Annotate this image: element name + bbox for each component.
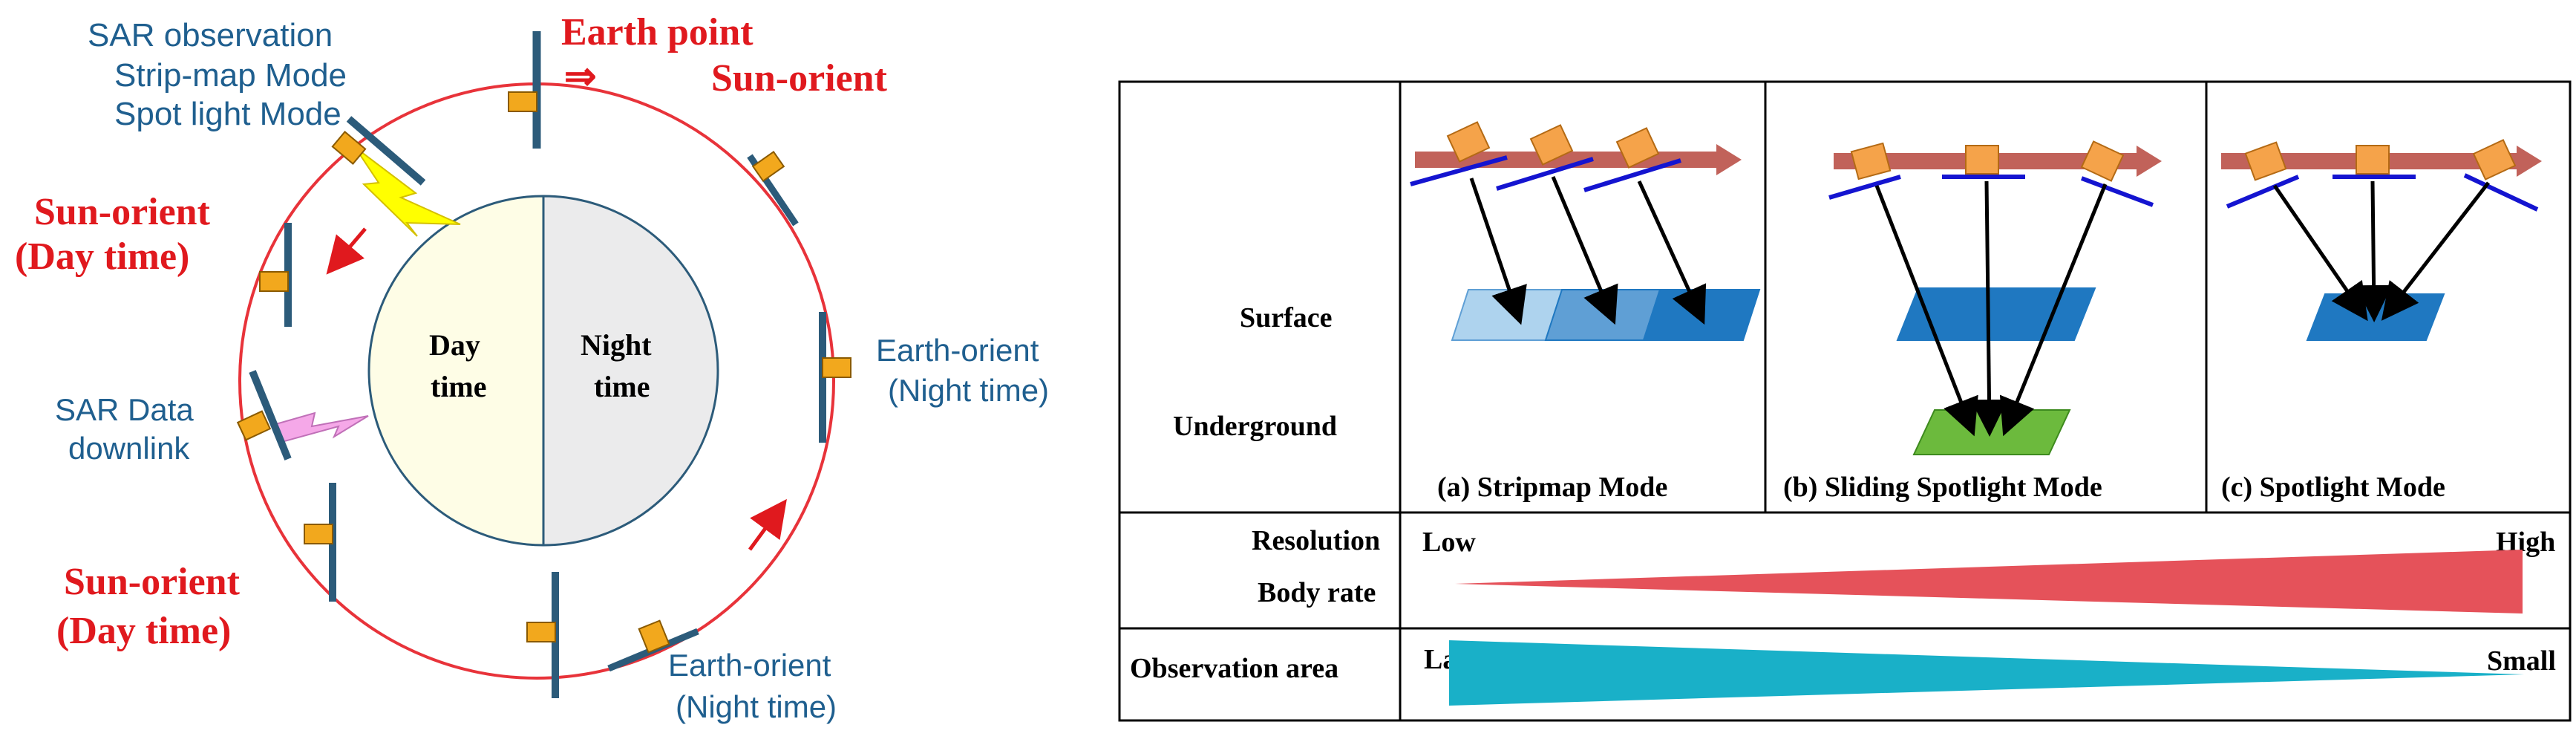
stripmap-mode-label: (a) Stripmap Mode — [1437, 472, 1667, 503]
transition-arrow: ⇒ — [564, 56, 597, 98]
satellite-lower-right — [607, 619, 699, 672]
surface-label: Surface — [1240, 302, 1333, 333]
sliding-spotlight-mode-label: (b) Sliding Spotlight Mode — [1783, 472, 2102, 503]
satellite-lower-left — [304, 483, 336, 602]
orbit-direction-arrow-left — [326, 227, 367, 275]
resolution-low-label: Low — [1422, 527, 1476, 558]
satellite-downlink — [236, 370, 292, 461]
earth — [367, 195, 719, 547]
satellite-bottom — [526, 572, 559, 698]
satellite-left — [259, 223, 292, 327]
flight-arrow-c-head — [2517, 146, 2542, 177]
body-rate-label: Body rate — [1258, 577, 1376, 608]
table-frame — [1118, 80, 2572, 722]
sun-orient-bottom-line1: Sun-orient — [64, 561, 241, 603]
spotlight-mode-label: (c) Spotlight Mode — [2221, 472, 2445, 503]
earth-day-half — [367, 195, 545, 547]
orbit-direction-arrow-right — [748, 498, 787, 551]
resolution-label: Resolution — [1252, 525, 1380, 556]
observation-area-wedge — [1449, 640, 2524, 706]
day-line1: Day — [429, 328, 480, 362]
sun-orient-bottom-line2: (Day time) — [56, 610, 231, 652]
downlink-lightning-icon — [272, 411, 369, 444]
satellite-right — [819, 312, 851, 443]
sliding-spotlight-panel — [1828, 140, 2162, 455]
underground-label: Underground — [1173, 411, 1337, 442]
earth-night-half — [542, 195, 719, 547]
earth-orient-bottom-line1: Earth-orient — [668, 648, 831, 683]
sun-orient-left-line2: (Day time) — [15, 235, 189, 278]
satellite-top — [508, 31, 541, 149]
night-line1: Night — [581, 328, 652, 362]
flight-arrow-b-head — [2137, 146, 2162, 177]
modes-table: Surface Underground (a) Stripmap Mode — [1118, 80, 2572, 722]
sar-observation-line2: Strip-map Mode — [114, 57, 347, 94]
earth-orient-right-line1: Earth-orient — [876, 333, 1039, 368]
spotlight-panel — [2221, 139, 2542, 341]
flight-arrow-a-head — [1716, 144, 1742, 175]
satellite-upper-right — [747, 151, 799, 227]
day-line2: time — [431, 370, 487, 403]
earth-orient-bottom-line2: (Night time) — [676, 689, 837, 724]
sar-observation-line1: SAR observation — [88, 17, 333, 53]
sun-orient-top-label: Sun-orient — [711, 57, 888, 100]
resolution-wedge — [1455, 550, 2523, 614]
observation-area-label: Observation area — [1130, 653, 1338, 684]
stripmap-panel — [1410, 121, 1761, 341]
earth-orient-right-line2: (Night time) — [888, 373, 1049, 408]
satellite-upper-left — [331, 116, 426, 186]
observation-lightning-icon — [354, 146, 461, 237]
sar-downlink-line2: downlink — [68, 431, 190, 466]
night-line2: time — [594, 370, 650, 403]
sun-orient-left-line1: Sun-orient — [34, 191, 211, 233]
sar-observation-line3: Spot light Mode — [114, 96, 341, 132]
observation-area-small-label: Small — [2487, 645, 2556, 677]
sar-downlink-line1: SAR Data — [55, 392, 194, 427]
orbit-diagram: SAR observation Strip-map Mode Spot ligh… — [15, 11, 1049, 724]
earth-point-label: Earth point — [561, 11, 753, 53]
